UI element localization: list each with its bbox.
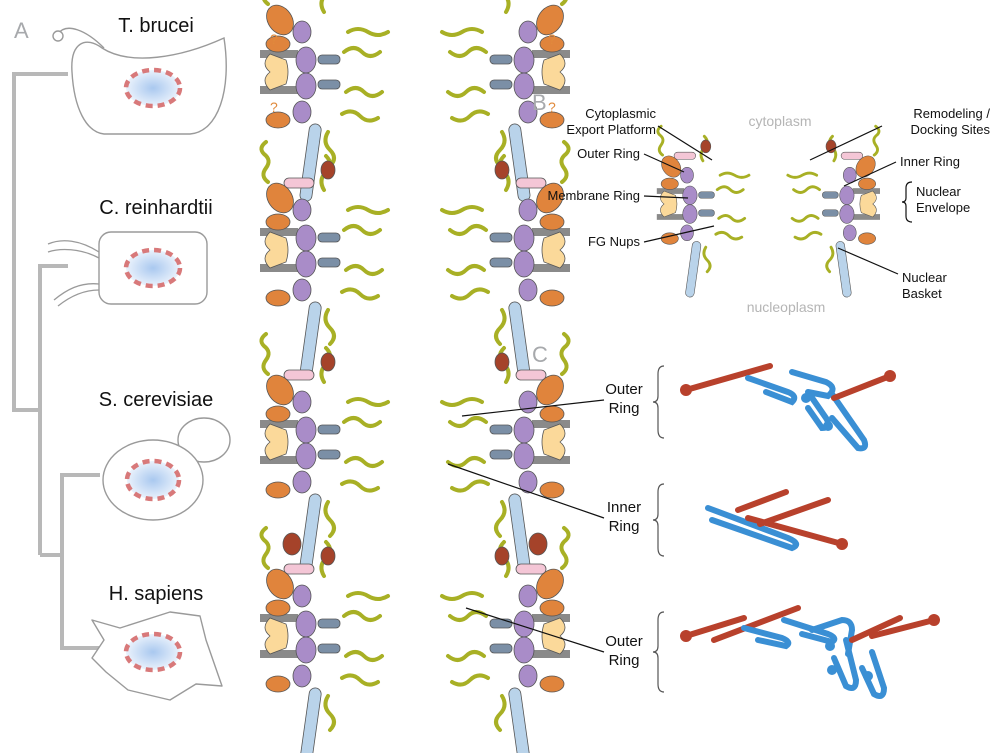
panel-c-letter: C bbox=[532, 342, 548, 367]
unknown-mark-tr: ? bbox=[548, 31, 556, 47]
label-outer-ring: Outer Ring bbox=[577, 146, 640, 161]
label-c-row1-a: Outer bbox=[605, 381, 643, 398]
label-cytoplasmic-export-1: Cytoplasmic bbox=[585, 106, 656, 121]
phylogenetic-tree bbox=[12, 72, 100, 650]
panel-b-leader-lines bbox=[643, 125, 913, 275]
pore-t-brucei: ? ? ? ? bbox=[260, 0, 570, 202]
structure-inner-ring bbox=[705, 489, 848, 552]
a-to-c-connector-lines bbox=[447, 399, 605, 653]
cytoplasm-label: cytoplasm bbox=[748, 113, 811, 129]
panel-c-braces bbox=[652, 365, 665, 693]
panel-b-labels: Cytoplasmic Export Platform Outer Ring M… bbox=[548, 106, 991, 301]
unknown-mark-tl: ? bbox=[270, 31, 278, 47]
cell-t-brucei bbox=[52, 27, 227, 135]
label-nuclear-basket-1: Nuclear bbox=[902, 270, 947, 285]
species-label-s-cerevisiae: S. cerevisiae bbox=[99, 389, 214, 411]
species-label-t-brucei: T. brucei bbox=[118, 15, 194, 37]
label-c-row1-b: Ring bbox=[609, 400, 640, 417]
structure-outer-ring-yeast bbox=[680, 363, 896, 452]
panel-c-labels: Outer Ring Inner Ring Outer Ring bbox=[605, 381, 643, 669]
nucleoplasm-label: nucleoplasm bbox=[747, 299, 826, 315]
species-label-c-reinhardtii: C. reinhardtii bbox=[99, 197, 212, 219]
cell-h-sapiens bbox=[91, 611, 223, 701]
label-c-row3-b: Ring bbox=[609, 652, 640, 669]
label-membrane-ring: Membrane Ring bbox=[548, 188, 641, 203]
label-remodeling-1: Remodeling / bbox=[913, 106, 990, 121]
label-nuclear-envelope-1: Nuclear bbox=[916, 184, 961, 199]
unknown-mark-bl: ? bbox=[270, 99, 278, 115]
label-cytoplasmic-export-2: Export Platform bbox=[566, 122, 656, 137]
cell-c-reinhardtii bbox=[47, 231, 208, 307]
panel-a-letter: A bbox=[14, 18, 29, 43]
label-inner-ring: Inner Ring bbox=[900, 154, 960, 169]
label-nuclear-envelope-2: Envelope bbox=[916, 200, 970, 215]
pore-s-cerevisiae bbox=[260, 334, 570, 572]
cell-s-cerevisiae bbox=[102, 417, 231, 521]
label-c-row2-a: Inner bbox=[607, 499, 641, 516]
structure-outer-ring-human bbox=[680, 605, 940, 699]
unknown-mark-br: ? bbox=[548, 99, 556, 115]
label-fg-nups: FG Nups bbox=[588, 234, 641, 249]
pore-h-sapiens bbox=[260, 528, 570, 753]
pore-legend-diagram bbox=[657, 126, 880, 297]
label-c-row2-b: Ring bbox=[609, 518, 640, 535]
species-label-h-sapiens: H. sapiens bbox=[109, 583, 204, 605]
label-c-row3-a: Outer bbox=[605, 633, 643, 650]
label-remodeling-2: Docking Sites bbox=[911, 122, 991, 137]
pore-c-reinhardtii bbox=[260, 142, 570, 380]
panel-b-letter: B bbox=[532, 90, 547, 115]
label-nuclear-basket-2: Basket bbox=[902, 286, 942, 301]
